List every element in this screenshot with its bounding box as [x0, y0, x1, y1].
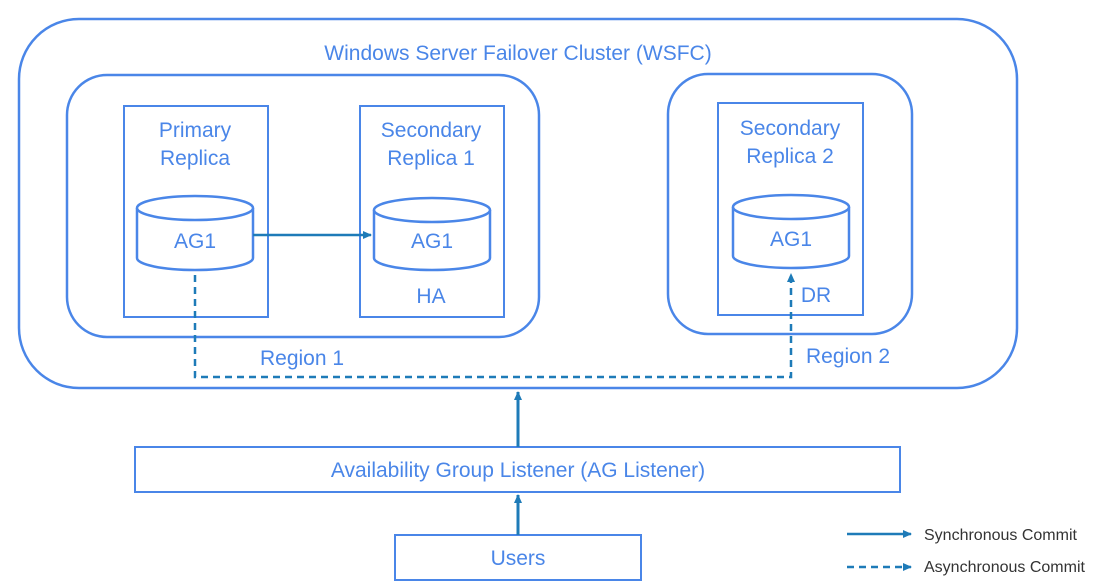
secondary-2-db-label: AG1: [770, 228, 812, 251]
secondary-replica-2-line1: Secondary: [740, 117, 841, 140]
primary-db-label: AG1: [174, 230, 216, 253]
secondary-2-db-cylinder: AG1: [731, 193, 851, 270]
secondary-replica-2-line2: Replica 2: [746, 145, 834, 168]
legend-async-label: Asynchronous Commit: [924, 559, 1086, 576]
region-2-label: Region 2: [806, 345, 890, 368]
async-commit-arrow: [193, 273, 795, 379]
wsfc-title: Windows Server Failover Cluster (WSFC): [324, 42, 711, 65]
wsfc-cluster-frame: [17, 17, 1019, 390]
region-1-frame: [65, 73, 541, 339]
region-1-label: Region 1: [260, 347, 344, 370]
ag-listener-label: Availability Group Listener (AG Listener…: [331, 459, 705, 482]
secondary-1-db-label: AG1: [411, 230, 453, 253]
primary-replica-line1: Primary: [159, 119, 232, 142]
legend-sync-label: Synchronous Commit: [924, 527, 1078, 544]
secondary-replica-1-line2: Replica 1: [387, 147, 475, 170]
primary-replica-line2: Replica: [160, 147, 230, 170]
legend: Synchronous Commit Asynchronous Commit: [847, 527, 1086, 576]
secondary-replica-1-box: [359, 105, 505, 318]
region-2-frame: [666, 72, 914, 336]
users-box: [394, 534, 642, 581]
dr-label: DR: [801, 284, 831, 307]
secondary-1-db-cylinder: AG1: [372, 196, 492, 272]
ha-label: HA: [416, 285, 445, 308]
secondary-replica-1-line1: Secondary: [381, 119, 482, 142]
primary-db-cylinder: AG1: [135, 194, 255, 272]
users-label: Users: [491, 547, 546, 570]
